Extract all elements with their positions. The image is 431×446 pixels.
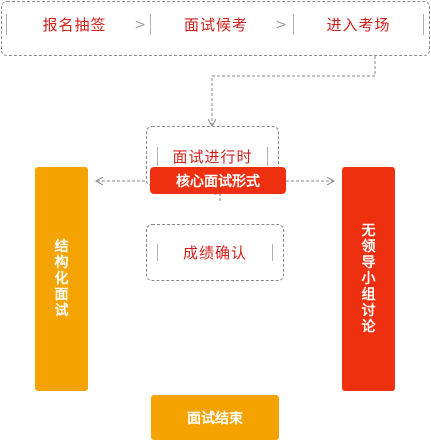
step-divider [267, 147, 268, 166]
vertical-char: 面 [54, 287, 69, 304]
right-form-box: 无领导小组讨论 [342, 167, 395, 391]
result-confirm-label: 成绩确认 [182, 244, 247, 262]
vertical-char: 结 [54, 238, 69, 255]
vertical-char: 导 [361, 254, 376, 271]
interview-process-box: 面试进行时 [151, 139, 274, 174]
step-divider [6, 14, 7, 35]
interview-process-label: 面试进行时 [172, 148, 253, 166]
step-divider [423, 14, 424, 35]
interview-end-box: 面试结束 [151, 395, 279, 440]
left-form-label: 结构化面试 [55, 239, 69, 319]
left-form-box: 结构化面试 [35, 167, 88, 391]
step-enter-room: 进入考场 [291, 6, 426, 43]
top-steps-container [1, 1, 430, 56]
step-signup-draw-label: 报名抽签 [42, 16, 107, 34]
vertical-char: 小 [361, 270, 376, 287]
step-waiting: 面试候考 > [148, 6, 287, 43]
vertical-char: 试 [54, 303, 69, 320]
chevron-right-icon: > [134, 16, 147, 33]
core-form-label: 核心面试形式 [176, 173, 260, 190]
vertical-char: 论 [361, 319, 376, 336]
step-signup-draw: 报名抽签 > [6, 6, 146, 43]
vertical-char: 构 [54, 254, 69, 271]
core-form-box: 核心面试形式 [150, 167, 286, 194]
vertical-char: 组 [361, 287, 376, 304]
vertical-char: 化 [54, 270, 69, 287]
step-divider [157, 147, 158, 166]
step-divider [150, 14, 151, 35]
result-confirm-box: 成绩确认 [151, 236, 279, 269]
vertical-char: 讨 [361, 303, 376, 320]
chevron-right-icon: > [275, 16, 288, 33]
step-waiting-label: 面试候考 [183, 16, 248, 34]
result-confirm-container [146, 224, 284, 281]
vertical-char: 领 [361, 238, 376, 255]
interview-end-label: 面试结束 [187, 410, 243, 427]
step-enter-room-label: 进入考场 [326, 16, 391, 34]
vertical-char: 无 [361, 222, 376, 239]
right-form-label: 无领导小组讨论 [362, 223, 376, 336]
step-divider [293, 14, 294, 35]
connector-top-to-process [212, 56, 376, 126]
step-divider [157, 244, 158, 261]
step-divider [272, 244, 273, 261]
